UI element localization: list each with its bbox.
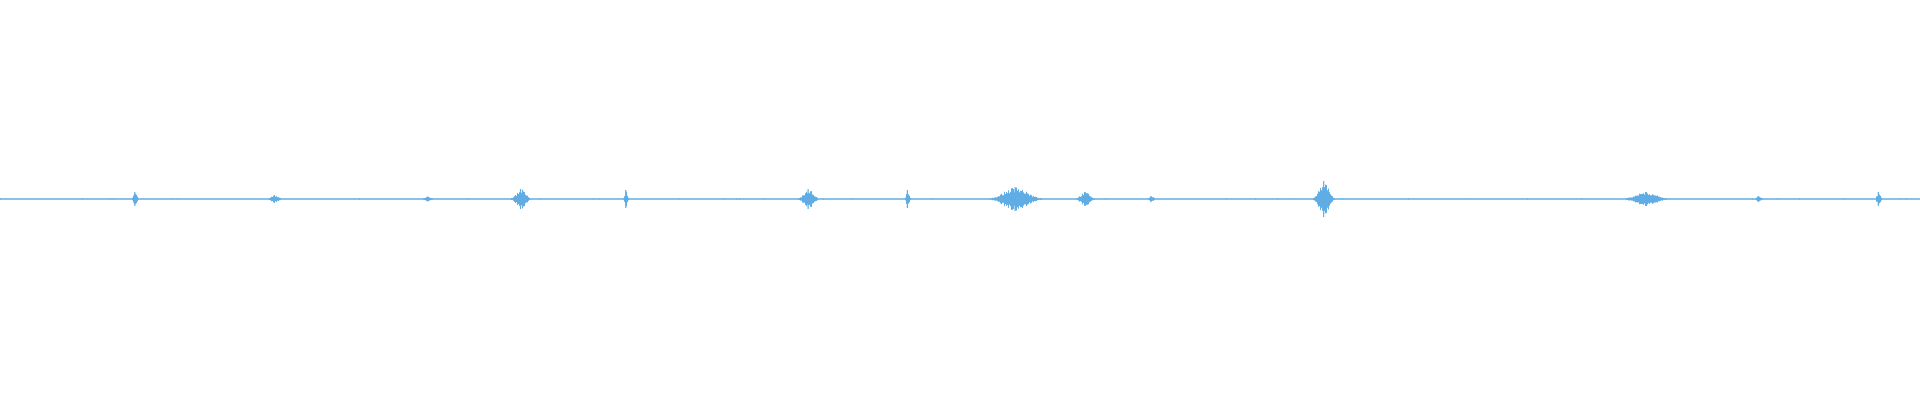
waveform-samples xyxy=(0,184,1907,214)
